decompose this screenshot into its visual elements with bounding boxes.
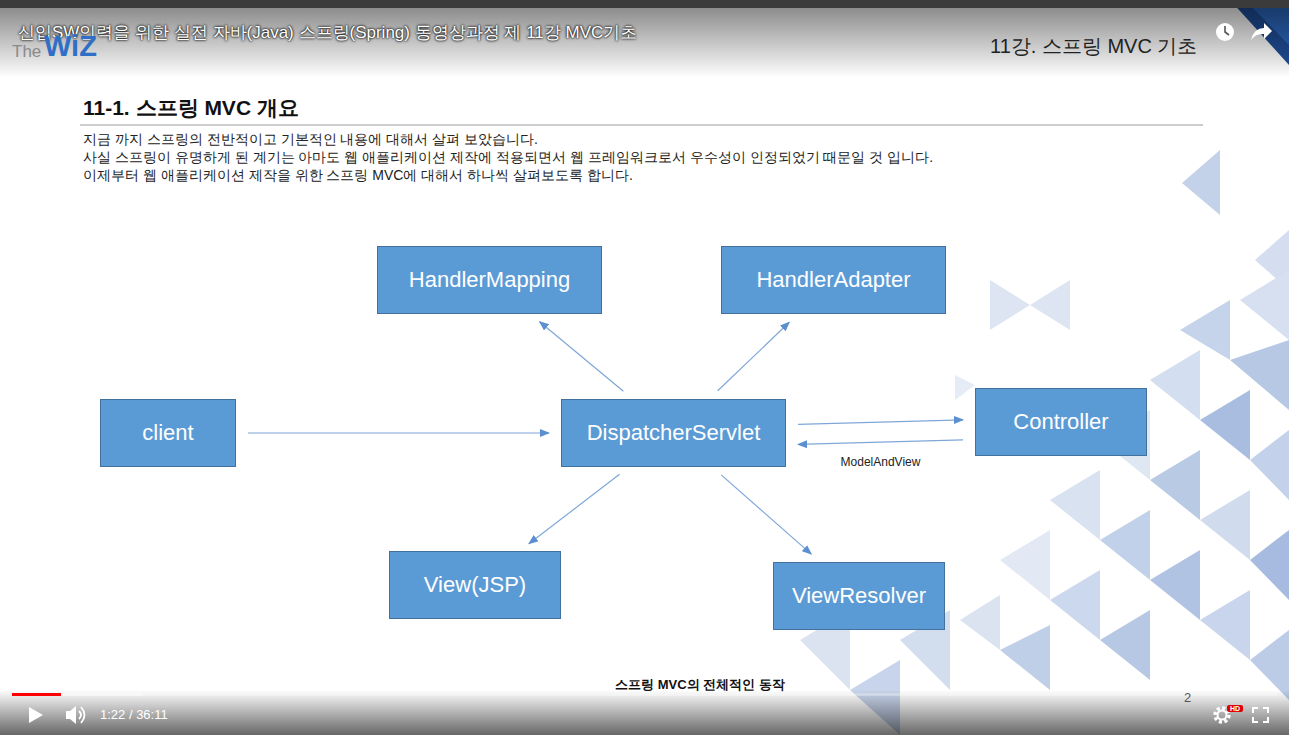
flow-arrow [248, 432, 549, 433]
process-box: HandlerMapping [377, 246, 602, 314]
time-display: 1:22 / 36:11 [100, 707, 168, 722]
progress-buffer [12, 693, 143, 696]
hd-badge: HD [1227, 705, 1243, 712]
progress-track [12, 693, 1277, 696]
play-icon [29, 707, 43, 723]
body-text: 사실 스프링이 유명하게 된 계기는 아마도 웹 애플리케이션 제작에 적용되면… [83, 149, 933, 167]
process-box: client [100, 399, 236, 467]
process-box: HandlerAdapter [721, 246, 946, 314]
flow-arrow [798, 420, 963, 425]
share-icon [1251, 23, 1272, 40]
top-shade [0, 8, 1289, 78]
progress-played [12, 693, 61, 696]
body-text: 이제부터 웹 애플리케이션 제작을 위한 스프링 MVC에 대해서 하나씩 살펴… [83, 167, 633, 185]
box-label: View(JSP) [424, 572, 526, 598]
box-label: HandlerMapping [409, 267, 570, 293]
box-label: Controller [1013, 409, 1108, 435]
chapter-heading: 11강. 스프링 MVC 기초 [990, 33, 1197, 60]
volume-icon [66, 706, 85, 724]
logo-text: The [12, 42, 41, 62]
flow-arrow [718, 322, 790, 390]
process-box: ViewResolver [773, 562, 945, 630]
box-label: client [142, 420, 193, 446]
edge-label: ModelAndView [841, 455, 921, 469]
slide-title: 11-1. 스프링 MVC 개요 [83, 94, 299, 122]
page-number: 2 [1184, 690, 1191, 705]
process-box: View(JSP) [389, 551, 561, 619]
video-title: 신입SW인력을 위한 실전 자바(Java) 스프링(Spring) 동영상과정… [18, 21, 637, 44]
box-label: HandlerAdapter [756, 267, 910, 293]
process-box: DispatcherServlet [561, 399, 786, 467]
logo-text: WiZ [44, 30, 97, 63]
box-label: DispatcherServlet [587, 420, 761, 446]
flow-arrow [721, 475, 811, 554]
process-box: Controller [975, 388, 1147, 456]
watch-later-icon [1216, 23, 1234, 41]
box-label: ViewResolver [792, 583, 926, 609]
flow-arrow [798, 440, 963, 445]
flow-arrow [529, 474, 620, 543]
flow-arrow [540, 322, 624, 392]
figure-caption: 스프링 MVC의 전체적인 동작 [615, 676, 785, 694]
window-bar [0, 0, 1289, 8]
fullscreen-icon [1253, 708, 1268, 722]
bottom-shade [0, 690, 1289, 735]
title-rule [80, 125, 1203, 126]
body-text: 지금 까지 스프링의 전반적이고 기본적인 내용에 대해서 살펴 보았습니다. [83, 131, 538, 149]
